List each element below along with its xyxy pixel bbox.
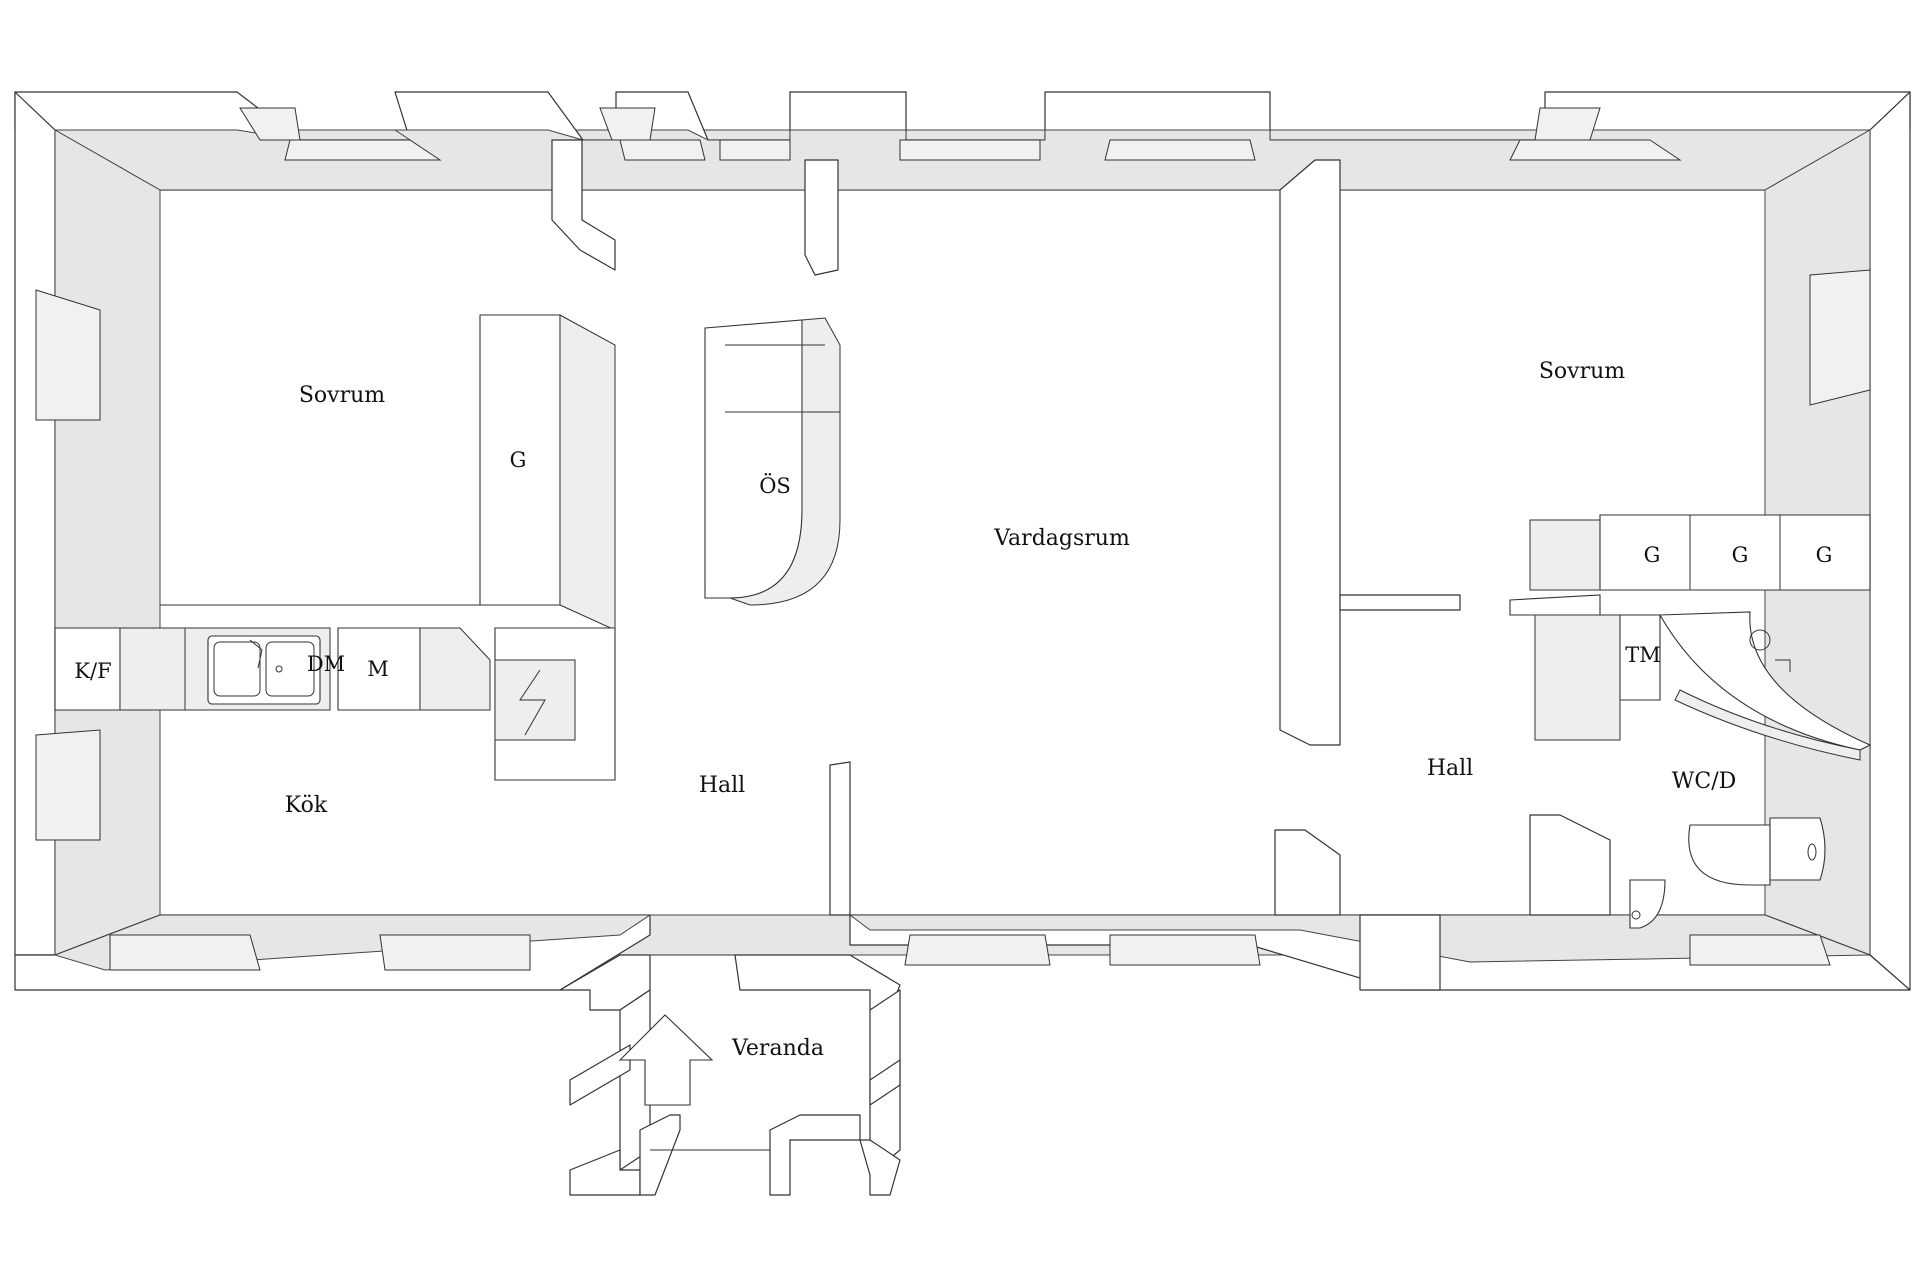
veranda-structure	[559, 954, 901, 1196]
bathroom-fixtures	[1534, 611, 1872, 929]
room-label-veranda: Veranda	[731, 1036, 824, 1061]
fixture-label-dishwasher: DM	[307, 652, 345, 676]
room-label-hall-left: Hall	[699, 773, 745, 798]
wardrobe-left	[160, 314, 616, 631]
room-label-sovrum-right: Sovrum	[1539, 359, 1625, 384]
room-label-wc-d: WC/D	[1672, 769, 1737, 794]
room-label-vardagsrum: Vardagsrum	[993, 526, 1130, 551]
room-label-sovrum-left: Sovrum	[299, 383, 385, 408]
fixture-label-wardrobe-right-3: G	[1816, 543, 1833, 567]
fixture-label-dryer: TM	[1625, 643, 1661, 667]
fixture-label-wardrobe-right-2: G	[1732, 543, 1749, 567]
room-label-kok: Kök	[285, 793, 328, 818]
fixture-label-tiled-stove: ÖS	[759, 473, 791, 498]
fixture-label-microwave: M	[367, 657, 389, 681]
fixture-labels: G ÖS K/F DM M G G G TM	[74, 448, 1832, 683]
fixture-label-fridge-freezer: K/F	[74, 659, 111, 683]
fixture-label-wardrobe-left: G	[510, 448, 527, 472]
windows	[35, 107, 1871, 971]
room-label-hall-right: Hall	[1427, 756, 1473, 781]
wardrobes-right	[1509, 514, 1871, 616]
kitchen-counter	[54, 627, 616, 781]
interior-walls	[551, 139, 1611, 991]
tiled-stove	[704, 317, 841, 606]
fixture-label-wardrobe-right-1: G	[1644, 543, 1661, 567]
room-labels: Sovrum Sovrum Vardagsrum Kök Hall Hall W…	[285, 359, 1736, 1061]
